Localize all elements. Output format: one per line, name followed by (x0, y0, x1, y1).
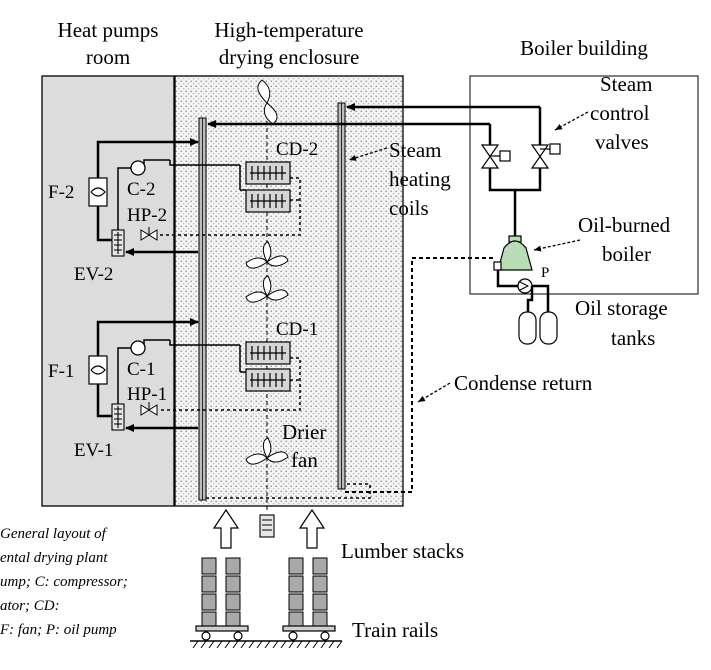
condenser-cd2 (245, 161, 291, 213)
steam-valve-right-icon (530, 143, 561, 169)
caption-line-3: ump; C: compressor; (0, 574, 128, 590)
fan-icon-mid-2 (245, 275, 289, 303)
steam-coil-left (198, 117, 207, 501)
label-ev2: EV-2 (74, 264, 113, 285)
label-drier-fan-2: fan (291, 448, 318, 472)
label-ev1: EV-1 (74, 440, 113, 461)
label-steam-control-1: Steam (600, 72, 653, 96)
caption-line-5: F: fan; P: oil pump (0, 622, 117, 638)
caption-line-4: ator; CD: (0, 598, 60, 614)
fan-icon-mid-1 (245, 241, 289, 269)
condense-return-line (345, 257, 493, 493)
label-steam-heating-2: heating (389, 167, 451, 191)
enclosure-label: High-temperature (214, 18, 363, 42)
oil-pump-icon (517, 278, 533, 294)
label-c1: C-1 (127, 359, 156, 380)
heat-pumps-room (41, 75, 175, 507)
label-pump-p: P (541, 265, 549, 281)
lumber-stack-left (201, 557, 241, 627)
label-oil-boiler-2: boiler (602, 242, 651, 266)
label-steam-control-2: control (590, 101, 650, 125)
label-oil-tanks-1: Oil storage (575, 296, 668, 320)
oil-boiler-icon (493, 235, 533, 271)
steam-valve-left-icon (480, 144, 511, 169)
heat-pumps-room-label-2: room (86, 45, 130, 69)
compressor-c1-icon (130, 340, 146, 356)
evaporator-ev1-icon (111, 403, 125, 431)
label-oil-boiler-1: Oil-burned (578, 213, 671, 237)
lumber-stack-right (288, 557, 328, 627)
label-hp2: HP-2 (127, 205, 167, 226)
caption-line-2: ental drying plant (0, 550, 108, 566)
label-c2: C-2 (127, 179, 156, 200)
label-condense-return: Condense return (454, 371, 593, 395)
train-rails (190, 640, 343, 649)
airflow-arrow-left (212, 508, 240, 549)
fan-f1-icon (88, 355, 108, 385)
boiler-building-label: Boiler building (520, 36, 648, 60)
heat-pumps-room-label: Heat pumps (58, 18, 159, 42)
label-f1: F-1 (48, 361, 74, 382)
label-cd1: CD-1 (276, 319, 318, 340)
enclosure-label-2: drying enclosure (219, 45, 360, 69)
rail-cart (195, 625, 336, 641)
heat-pump-1-circuit (96, 318, 301, 432)
label-train-rails: Train rails (352, 618, 438, 642)
steam-coil-right (337, 102, 346, 490)
condenser-cd1 (245, 341, 291, 392)
expansion-valve-1-icon (140, 402, 158, 416)
fan-f2-icon (88, 177, 108, 207)
label-cd2: CD-2 (276, 139, 318, 160)
caption-line-1: General layout of (0, 526, 108, 542)
label-steam-heating-1: Steam (389, 138, 442, 162)
airflow-arrow-right (298, 508, 326, 549)
fan-motor-icon (259, 514, 275, 538)
evaporator-ev2-icon (111, 229, 125, 257)
oil-tank-icon (518, 311, 558, 345)
label-steam-control-3: valves (595, 130, 649, 154)
expansion-valve-2-icon (140, 227, 158, 241)
label-steam-heating-3: coils (389, 196, 429, 220)
heat-pump-2-circuit (96, 138, 301, 256)
label-f2: F-2 (48, 182, 74, 203)
fan-icon-bottom (245, 437, 289, 465)
label-hp1: HP-1 (127, 384, 167, 405)
label-lumber-stacks: Lumber stacks (341, 539, 464, 563)
label-oil-tanks-2: tanks (611, 326, 655, 350)
label-drier-fan-1: Drier (282, 420, 326, 444)
drying-enclosure (174, 75, 404, 507)
compressor-c2-icon (130, 160, 146, 176)
